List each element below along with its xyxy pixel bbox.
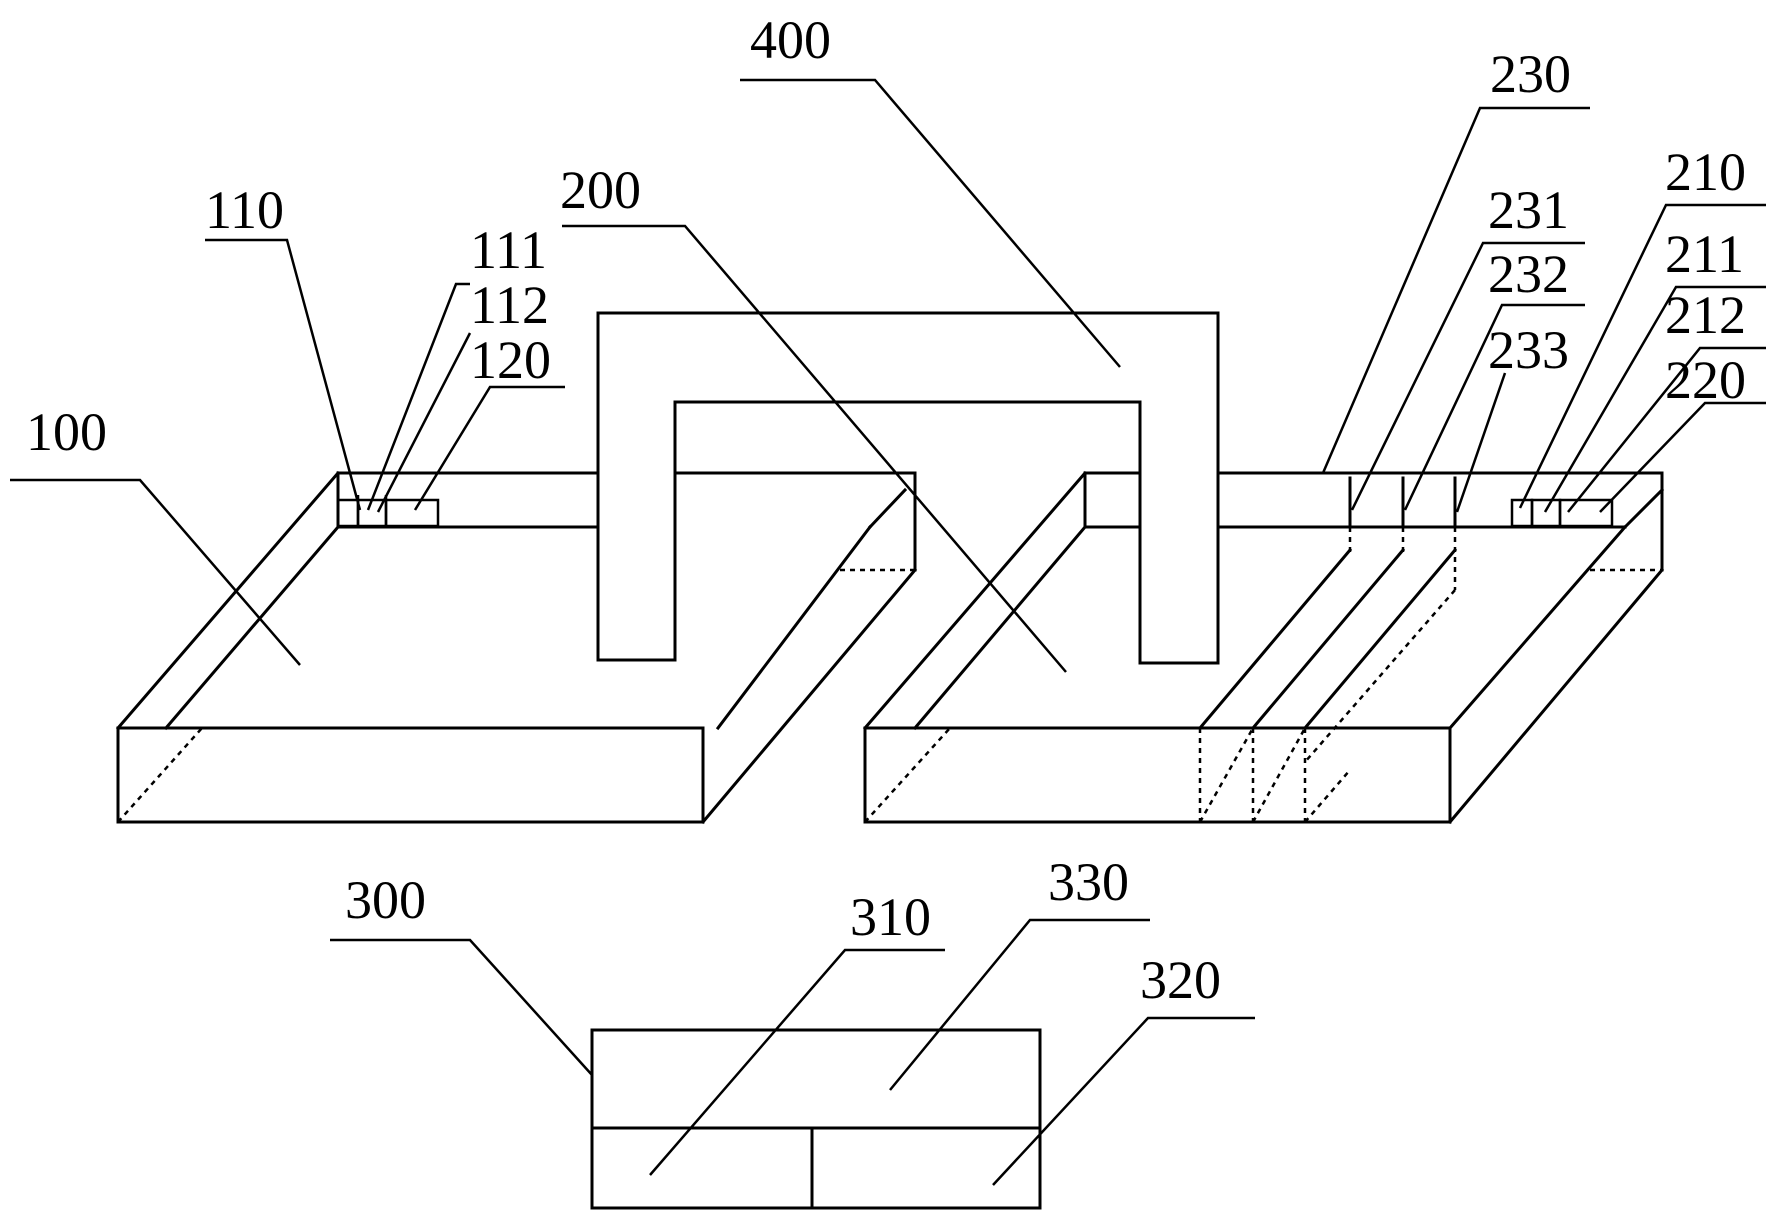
label-110: 110	[205, 180, 284, 240]
label-200: 200	[560, 160, 641, 220]
label-120: 120	[470, 330, 551, 390]
label-112: 112	[470, 275, 549, 335]
label-320: 320	[1140, 950, 1221, 1010]
label-310: 310	[850, 887, 931, 947]
labels: 100 110 111 112 120 200 400 230 231 232 …	[26, 10, 1746, 1010]
label-210: 210	[1665, 142, 1746, 202]
label-232: 232	[1488, 244, 1569, 304]
tray-100	[115, 470, 918, 825]
label-230: 230	[1490, 44, 1571, 104]
label-233: 233	[1488, 320, 1569, 380]
tray-200	[862, 470, 1665, 825]
label-111: 111	[470, 220, 547, 280]
leader-lines	[10, 78, 1766, 1186]
label-212: 212	[1665, 285, 1746, 345]
label-220: 220	[1665, 350, 1746, 410]
bridge-400	[596, 311, 1220, 665]
label-300: 300	[345, 870, 426, 930]
label-211: 211	[1665, 224, 1744, 284]
label-330: 330	[1048, 852, 1129, 912]
label-231: 231	[1488, 180, 1569, 240]
controller-300	[590, 1028, 1042, 1210]
label-100: 100	[26, 402, 107, 462]
label-400: 400	[750, 10, 831, 70]
